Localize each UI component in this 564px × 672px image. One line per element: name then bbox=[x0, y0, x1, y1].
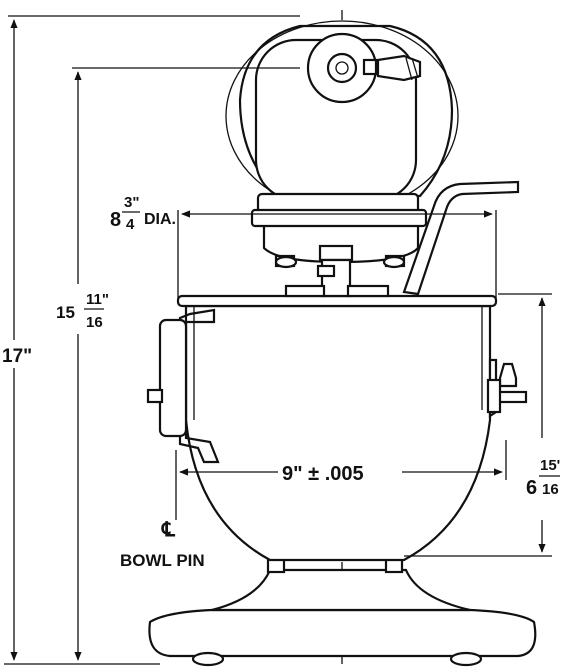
svg-text:DIA.: DIA. bbox=[144, 211, 176, 228]
svg-text:16: 16 bbox=[86, 314, 103, 331]
mixer-bowl bbox=[176, 294, 498, 562]
bowl-pin-height-label: 15 11" 16 bbox=[56, 291, 109, 331]
bowl-height-label: 6 15' 16 bbox=[526, 457, 560, 499]
mixer-base bbox=[148, 554, 537, 667]
centerline-symbol: ℄ bbox=[161, 519, 176, 541]
bowl-pin-label: BOWL PIN bbox=[120, 551, 205, 570]
bowl-lift-handle bbox=[402, 180, 520, 296]
gear-housing bbox=[262, 222, 420, 298]
bowl-pin-spacing-label: 9" ± .005 bbox=[282, 463, 364, 485]
svg-text:3": 3" bbox=[124, 194, 139, 211]
svg-text:4: 4 bbox=[126, 216, 135, 233]
right-bowl-clip bbox=[486, 358, 528, 419]
svg-text:11": 11" bbox=[86, 291, 109, 308]
svg-text:16: 16 bbox=[542, 481, 559, 498]
svg-text:15: 15 bbox=[56, 303, 75, 322]
left-bowl-bracket bbox=[146, 308, 220, 464]
svg-text:6: 6 bbox=[526, 477, 537, 499]
motor-head bbox=[225, 20, 459, 228]
overall-height-label: 17" bbox=[2, 346, 32, 367]
head-diameter-label: 8 3" 4 DIA. bbox=[110, 194, 176, 233]
svg-text:15': 15' bbox=[540, 457, 560, 474]
svg-text:8: 8 bbox=[110, 209, 121, 231]
